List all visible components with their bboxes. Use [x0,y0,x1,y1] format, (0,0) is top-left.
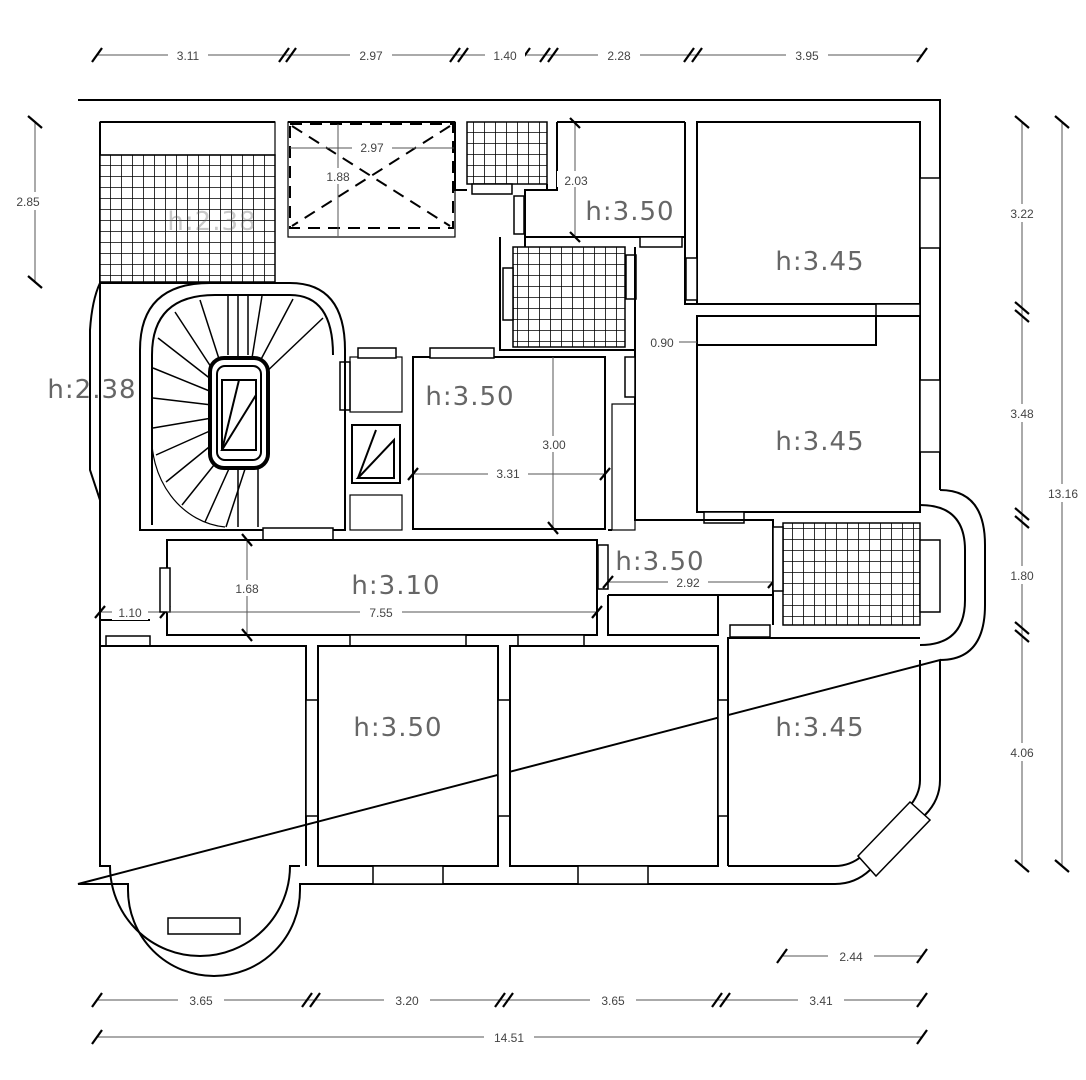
dim-top-2: 2.97 [359,49,383,63]
room-center: 3.00 3.31 h:3.50 [407,347,636,535]
dim-left: 2.85 [16,195,40,209]
tiled-room-top-left: h:2.38 [99,121,290,284]
spiral-staircase [139,282,351,541]
dim-top-5: 3.95 [795,49,819,63]
label-room-center: h:3.50 [425,382,514,412]
top-dimensions: 3.11 2.97 1.40 2.28 3.95 [91,47,928,63]
dim-corridor-width: 0.90 [650,336,674,350]
tiled-room-right [729,522,941,638]
bottom-rooms: h:3.50 h:3.45 [100,637,932,935]
room-hall-right: 2.92 h:3.50 [597,544,779,590]
dim-bottom-2: 3.20 [395,994,419,1008]
room-top-hall: 2.03 h:3.50 [513,117,686,248]
dim-center-height: 3.00 [542,438,566,452]
room-main-hall: 1.68 7.55 h:3.10 [159,533,603,647]
dim-bottom-total: 14.51 [494,1031,524,1045]
room-top-right: h:3.45 [685,121,941,317]
left-dimensions: 2.85 [6,115,48,289]
dim-bottom-1: 3.65 [189,994,213,1008]
tiled-bath-middle [499,237,637,351]
label-room-main-hall: h:3.10 [351,571,440,601]
dim-right-1: 3.22 [1010,207,1034,221]
dim-void-width: 2.97 [360,141,384,155]
label-room-top-right: h:3.45 [775,247,864,277]
label-room-bottom: h:3.50 [353,713,442,743]
label-tiled-room: h:2.38 [167,207,256,237]
label-room-bottom-right: h:3.45 [775,713,864,743]
label-left-hall: h:2.38 [47,375,136,405]
dim-left-hall: 1.10 [118,606,142,620]
dim-void-height: 1.88 [326,170,350,184]
label-room-middle-right: h:3.45 [775,427,864,457]
room-middle-right: h:3.45 0.90 [645,315,941,524]
dim-right-4: 4.06 [1010,746,1034,760]
dim-top-4: 2.28 [607,49,631,63]
dim-bottom-right: 2.44 [839,950,863,964]
void-opening: 2.97 1.88 [287,121,456,238]
right-dimensions: 3.22 3.48 1.80 4.06 13.16 [1002,115,1084,873]
dim-top-hall: 2.03 [564,174,588,188]
dim-bottom-4: 3.41 [809,994,833,1008]
label-room-hall-right: h:3.50 [615,547,704,577]
dim-right-3: 1.80 [1010,569,1034,583]
dim-main-hall-height: 1.68 [235,582,259,596]
dim-bottom-3: 3.65 [601,994,625,1008]
center-shafts [344,347,403,531]
dim-hall-right: 2.92 [676,576,700,590]
label-room-top-hall: h:3.50 [585,197,674,227]
dim-right-2: 3.48 [1010,407,1034,421]
tiled-shaft-top [454,121,558,195]
dim-right-total: 13.16 [1048,487,1078,501]
dim-top-1: 3.11 [177,49,200,63]
dim-top-3: 1.40 [493,49,517,63]
bottom-dimensions: 2.44 3.65 3.20 3.65 3.41 14.51 [91,948,928,1045]
dim-main-hall-width: 7.55 [369,606,393,620]
dim-center-width: 3.31 [496,467,520,481]
